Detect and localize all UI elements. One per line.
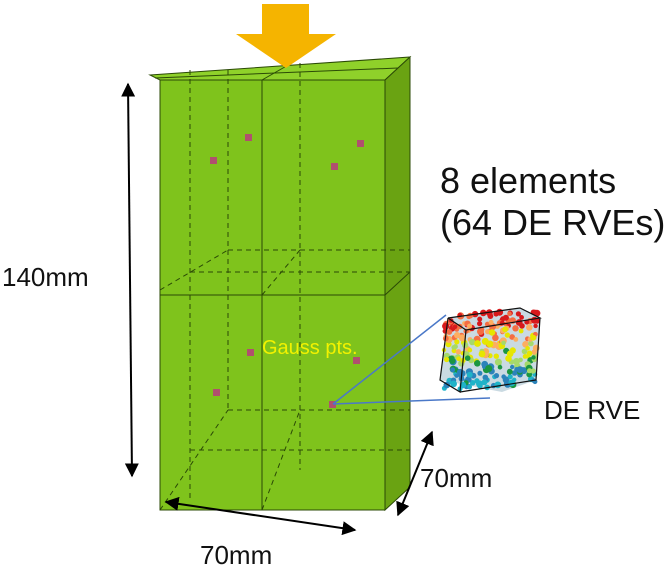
- particle: [531, 355, 536, 360]
- particle: [527, 368, 532, 374]
- gauss-point: [357, 140, 364, 147]
- particle: [455, 349, 462, 355]
- particle: [481, 379, 488, 386]
- rve-connector: [332, 397, 491, 405]
- particle: [506, 368, 513, 375]
- particle: [469, 338, 476, 346]
- particle: [509, 334, 515, 340]
- particle: [477, 316, 483, 322]
- width-label: 70mm: [200, 540, 273, 570]
- particle: [469, 380, 476, 386]
- particle: [515, 311, 522, 317]
- width-dimension-arrow-icon: [164, 496, 357, 536]
- particle: [467, 347, 473, 353]
- particle: [496, 308, 504, 316]
- particle: [526, 350, 533, 357]
- particle: [513, 337, 519, 342]
- particle: [464, 355, 471, 362]
- particle: [456, 356, 461, 362]
- particle: [488, 319, 494, 325]
- particle: [450, 367, 456, 373]
- particle: [446, 329, 453, 335]
- gauss-point: [213, 389, 220, 396]
- specimen-diagram: [121, 4, 542, 536]
- particle: [458, 334, 466, 342]
- particle: [474, 378, 480, 384]
- gauss-point: [331, 163, 338, 170]
- particle: [486, 340, 494, 348]
- particle: [501, 374, 507, 380]
- particle: [444, 356, 450, 363]
- particle: [494, 358, 502, 366]
- gauss-point: [210, 157, 217, 164]
- particle: [454, 332, 461, 339]
- particle: [526, 371, 533, 378]
- particle: [519, 315, 524, 320]
- particle: [526, 324, 533, 331]
- rve-count-label: (64 DE RVEs): [440, 202, 665, 243]
- particle: [467, 384, 472, 390]
- gauss-point: [245, 134, 252, 141]
- particle: [512, 325, 519, 332]
- particle: [530, 368, 536, 374]
- particle: [533, 323, 538, 329]
- particle: [504, 332, 511, 338]
- particle: [467, 323, 473, 329]
- particle: [477, 321, 483, 327]
- particle: [528, 340, 534, 347]
- element-count-label: 8 elements: [440, 160, 617, 201]
- gauss-point: [247, 349, 254, 356]
- particle: [530, 334, 537, 341]
- particle: [452, 324, 458, 330]
- particle: [485, 365, 493, 373]
- height-label: 140mm: [2, 262, 89, 292]
- particle: [466, 371, 473, 378]
- rve-label: DE RVE: [544, 395, 641, 425]
- gauss-points: [210, 134, 364, 408]
- rve-connector: [332, 314, 447, 405]
- particle: [478, 350, 486, 358]
- particle: [502, 326, 508, 333]
- particle: [507, 374, 513, 380]
- particle: [474, 340, 481, 347]
- gauss-point: [329, 401, 336, 408]
- depth-dimension-arrow-icon: [396, 430, 434, 517]
- particle: [488, 329, 496, 336]
- particle: [450, 380, 457, 388]
- particle: [510, 364, 515, 370]
- gauss-points-label: Gauss pts.: [262, 337, 358, 359]
- particle: [522, 341, 529, 348]
- particle: [512, 358, 520, 365]
- particle: [506, 350, 514, 358]
- particle: [493, 353, 499, 359]
- particle: [531, 316, 538, 324]
- particle: [507, 311, 512, 317]
- specimen-block: [148, 55, 412, 512]
- particle: [493, 373, 500, 379]
- particle: [494, 381, 502, 389]
- particle: [516, 366, 524, 374]
- particle: [525, 346, 530, 351]
- particle: [454, 339, 460, 345]
- particle: [501, 340, 506, 346]
- particle: [521, 348, 528, 355]
- gauss-point: [353, 357, 360, 364]
- particle: [497, 364, 503, 370]
- particle: [502, 314, 509, 321]
- load-arrow-icon: [236, 4, 336, 68]
- particle: [477, 370, 483, 376]
- particle: [477, 328, 484, 335]
- particle: [522, 354, 528, 359]
- particle: [474, 360, 481, 367]
- particle: [515, 319, 523, 326]
- height-dimension-arrow-icon: [121, 82, 139, 478]
- particle: [449, 358, 456, 364]
- particle: [462, 342, 469, 349]
- particle: [518, 328, 524, 334]
- particle: [451, 345, 457, 350]
- depth-label: 70mm: [420, 463, 493, 493]
- particle: [454, 373, 459, 378]
